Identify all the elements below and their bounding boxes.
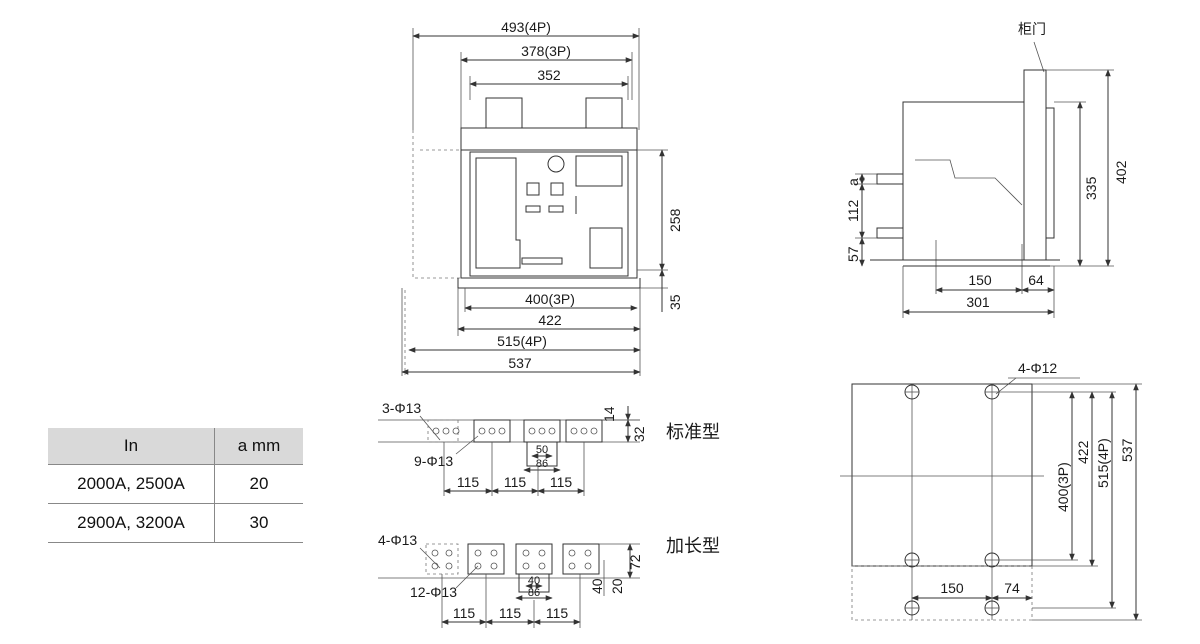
dim-ext-115-b: 115	[499, 605, 522, 621]
dim-front-493: 493(4P)	[501, 19, 551, 35]
title-extended: 加长型	[666, 536, 720, 556]
dim-front-35: 35	[667, 294, 683, 310]
dim-mount-515: 515(4P)	[1095, 438, 1111, 488]
label-3-phi13: 3-Φ13	[382, 400, 421, 416]
table-row: 2000A, 2500A 20	[48, 464, 303, 504]
dim-std-32: 32	[631, 426, 647, 442]
dim-std-115-a: 115	[457, 474, 480, 490]
extended-terminals: 4-Φ13 12-Φ13 72 40 20 40 86	[378, 532, 720, 628]
dim-mount-400: 400(3P)	[1055, 462, 1071, 512]
dim-mount-537: 537	[1119, 438, 1135, 462]
table-cell: 2900A, 3200A	[48, 503, 215, 543]
front-view: 493(4P) 378(3P) 352	[401, 19, 683, 376]
side-view: 柜门 402 335 a 112 57	[845, 21, 1129, 318]
dim-ext-20: 20	[609, 578, 625, 594]
mounting-plan: 4-Φ12 400(3P) 422 515(4P) 537	[840, 360, 1142, 621]
dim-side-301: 301	[966, 294, 990, 310]
table-cell: 2000A, 2500A	[48, 464, 215, 504]
dim-ext-115-c: 115	[546, 605, 569, 621]
dim-front-400: 400(3P)	[525, 291, 575, 307]
table-cell: 30	[214, 503, 303, 543]
label-4-phi13: 4-Φ13	[378, 532, 417, 548]
dim-front-515: 515(4P)	[497, 333, 547, 349]
title-standard: 标准型	[666, 422, 720, 442]
table-header-in: In	[48, 428, 215, 465]
dim-ext-86: 86	[528, 587, 540, 599]
table-row: 2900A, 3200A 30	[48, 503, 303, 543]
door-label: 柜门	[1018, 21, 1046, 37]
dim-front-352: 352	[537, 67, 561, 83]
label-9-phi13: 9-Φ13	[414, 453, 453, 469]
table-header-a: a mm	[214, 428, 303, 465]
dim-ext-40-v: 40	[589, 578, 605, 594]
table-header-row: In a mm	[48, 428, 303, 465]
dim-side-335: 335	[1083, 176, 1099, 200]
dim-side-a: a	[845, 178, 861, 186]
current-table: In a mm 2000A, 2500A 20 2900A, 3200A 30	[48, 428, 303, 543]
standard-terminals: 3-Φ13 9-Φ13 14 32 50 86 115 115	[378, 400, 720, 496]
table-cell: 20	[214, 464, 303, 504]
dim-side-402: 402	[1113, 160, 1129, 184]
dim-mount-150: 150	[940, 580, 964, 596]
dim-std-50: 50	[536, 444, 548, 456]
dim-side-64: 64	[1028, 272, 1044, 288]
dim-std-115-b: 115	[504, 474, 527, 490]
dim-std-14: 14	[601, 406, 617, 422]
dim-mount-422: 422	[1075, 440, 1091, 464]
dim-ext-115-a: 115	[453, 605, 476, 621]
dim-side-57: 57	[845, 246, 861, 262]
label-12-phi13: 12-Φ13	[410, 584, 457, 600]
dim-std-86: 86	[536, 458, 548, 470]
dim-front-378: 378(3P)	[521, 43, 571, 59]
dim-ext-72: 72	[627, 554, 643, 570]
dim-std-115-c: 115	[550, 474, 573, 490]
dim-front-258: 258	[667, 208, 683, 232]
dim-front-537: 537	[508, 355, 532, 371]
dim-front-422: 422	[538, 312, 562, 328]
dim-side-150: 150	[968, 272, 992, 288]
label-4-phi12: 4-Φ12	[1018, 360, 1057, 376]
dim-side-112: 112	[845, 199, 861, 222]
dim-ext-40: 40	[528, 575, 540, 587]
dim-mount-74: 74	[1004, 580, 1020, 596]
